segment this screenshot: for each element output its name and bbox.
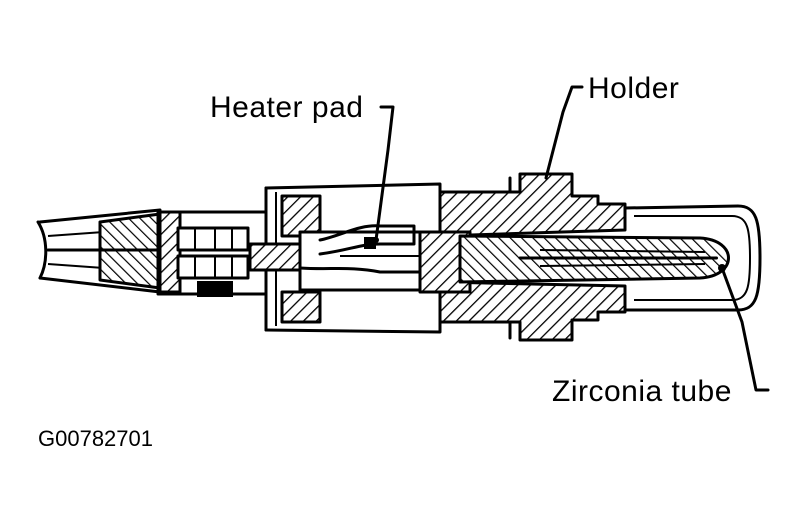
zirconia-tube <box>458 234 730 284</box>
holder-body <box>418 172 627 342</box>
figure-id: G00782701 <box>38 426 153 451</box>
wire-harness <box>36 208 162 294</box>
leader-lines <box>373 85 770 392</box>
heater-pad-label: Heater pad <box>210 91 363 124</box>
inner-sleeve <box>248 224 442 292</box>
zirconia-tube-label: Zirconia tube <box>552 375 732 408</box>
protective-cap <box>623 204 762 312</box>
rear-insulator <box>156 210 268 297</box>
holder-label: Holder <box>588 72 679 105</box>
